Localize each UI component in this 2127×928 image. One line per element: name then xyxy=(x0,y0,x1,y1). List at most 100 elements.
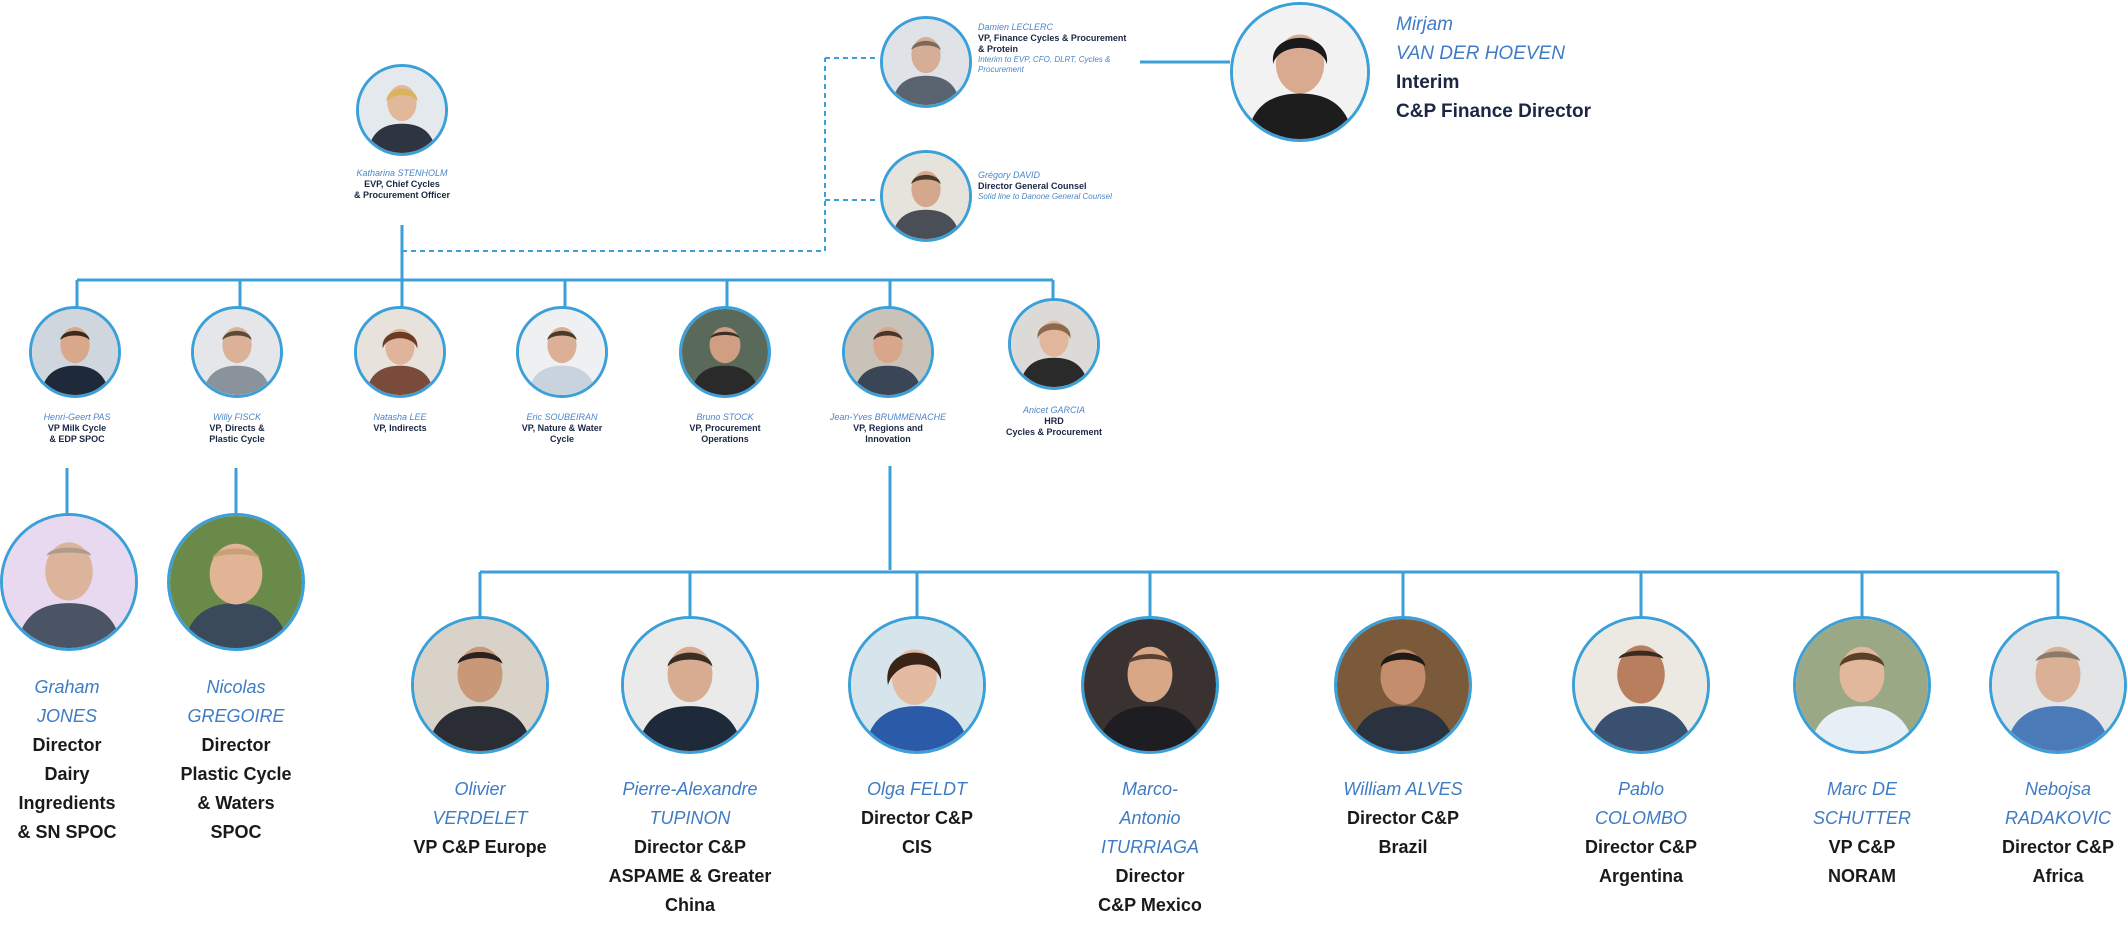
caption-vp-3: Natasha LEE VP, Indirects xyxy=(325,412,475,434)
person-name: Nebojsa xyxy=(2024,779,2092,799)
avatar-region-2 xyxy=(621,616,759,754)
person-role: VP, Procurement xyxy=(689,423,761,433)
person-name: ITURRIAGA xyxy=(1100,837,1199,857)
caption-vp-6: Jean-Yves BRUMMENACHE VP, Regions and In… xyxy=(808,412,968,445)
person-name: VAN DER HOEVEN xyxy=(1396,43,1565,64)
caption-vp-4: Eric SOUBEIRAN VP, Nature & Water Cycle xyxy=(487,412,637,445)
person-role: & SN SPOC xyxy=(17,822,117,842)
avatar-vp-4 xyxy=(516,306,608,398)
person-role: Director C&P xyxy=(2001,837,2115,857)
person-role: Interim xyxy=(1396,72,1460,93)
caption-region-5: William ALVES Director C&P Brazil xyxy=(1303,775,1503,862)
caption-vp-7: Anicet GARCIA HRD Cycles & Procurement xyxy=(974,405,1134,438)
person-name: RADAKOVIC xyxy=(2004,808,2112,828)
person-name: Jean-Yves BRUMMENACHE xyxy=(829,412,947,422)
person-name: William ALVES xyxy=(1343,779,1463,799)
avatar-gregory xyxy=(880,150,972,242)
person-name: COLOMBO xyxy=(1594,808,1687,828)
person-silhouette-icon xyxy=(519,309,605,395)
person-silhouette-icon xyxy=(357,309,443,395)
person-role: VP C&P Europe xyxy=(413,837,547,857)
person-role: C&P Finance Director xyxy=(1396,101,1591,122)
person-role: Dairy xyxy=(44,764,90,784)
person-silhouette-icon xyxy=(682,309,768,395)
person-silhouette-icon xyxy=(194,309,280,395)
person-role: Director xyxy=(201,735,271,755)
person-role: Brazil xyxy=(1378,837,1428,857)
caption-katharina: Katharina STENHOLM EVP, Chief Cycles & P… xyxy=(312,168,492,201)
caption-region-8: Nebojsa RADAKOVIC Director C&P Africa xyxy=(1989,775,2127,891)
person-name: Antonio xyxy=(1119,808,1181,828)
person-role: Argentina xyxy=(1598,866,1683,886)
person-role: VP, Directs & xyxy=(209,423,265,433)
person-silhouette-icon xyxy=(1575,619,1707,751)
avatar-vp-5 xyxy=(679,306,771,398)
person-role: NORAM xyxy=(1828,866,1896,886)
person-name: Mirjam xyxy=(1396,14,1453,35)
person-role: Cycles & Procurement xyxy=(1005,427,1103,437)
person-name: Henri-Geert PAS xyxy=(43,412,111,422)
person-role: Director xyxy=(32,735,102,755)
person-silhouette-icon xyxy=(414,619,546,751)
person-role: ASPAME & Greater xyxy=(608,866,772,886)
person-silhouette-icon xyxy=(883,19,969,105)
person-role: HRD xyxy=(1044,416,1064,426)
person-silhouette-icon xyxy=(883,153,969,239)
person-role: C&P Mexico xyxy=(1098,895,1202,915)
person-silhouette-icon xyxy=(624,619,756,751)
person-silhouette-icon xyxy=(32,309,118,395)
avatar-vp-6 xyxy=(842,306,934,398)
person-name: Willy FISCK xyxy=(213,412,261,422)
person-role: VP C&P xyxy=(1828,837,1896,857)
avatar-region-5 xyxy=(1334,616,1472,754)
person-role: Director C&P xyxy=(633,837,747,857)
person-name: Katharina STENHOLM xyxy=(356,168,448,178)
caption-vp-2: Willy FISCK VP, Directs & Plastic Cycle xyxy=(162,412,312,445)
person-silhouette-icon xyxy=(3,516,135,648)
person-role: Operations xyxy=(701,434,749,444)
person-name: TUPINON xyxy=(649,808,731,828)
person-name: JONES xyxy=(36,706,97,726)
person-name: GREGOIRE xyxy=(187,706,285,726)
caption-region-4: Marco- Antonio ITURRIAGA Director C&P Me… xyxy=(1050,775,1250,920)
person-name: Pablo xyxy=(1617,779,1665,799)
caption-region-6: Pablo COLOMBO Director C&P Argentina xyxy=(1541,775,1741,891)
person-name: Marc DE xyxy=(1826,779,1897,799)
person-name: VERDELET xyxy=(432,808,528,828)
person-name: Marco- xyxy=(1121,779,1178,799)
person-note: Solid line to Danone General Counsel xyxy=(978,192,1112,201)
person-role: CIS xyxy=(901,837,932,857)
avatar-region-7 xyxy=(1793,616,1931,754)
caption-vp-5: Bruno STOCK VP, Procurement Operations xyxy=(650,412,800,445)
person-role: Innovation xyxy=(865,434,911,444)
person-name: Grégory DAVID xyxy=(978,170,1041,180)
person-silhouette-icon xyxy=(1233,5,1367,139)
avatar-region-6 xyxy=(1572,616,1710,754)
person-role: VP, Finance Cycles & Procurement & Prote… xyxy=(978,33,1127,54)
avatar-region-1 xyxy=(411,616,549,754)
caption-damien: Damien LECLERC VP, Finance Cycles & Proc… xyxy=(978,22,1128,75)
person-role: Director C&P xyxy=(1584,837,1698,857)
person-role: Director C&P xyxy=(860,808,974,828)
avatar-graham xyxy=(0,513,138,651)
person-silhouette-icon xyxy=(845,309,931,395)
person-name: Natasha LEE xyxy=(373,412,427,422)
person-silhouette-icon xyxy=(1992,619,2124,751)
person-name: Bruno STOCK xyxy=(696,412,754,422)
person-silhouette-icon xyxy=(359,67,445,153)
person-name: Damien LECLERC xyxy=(978,22,1054,32)
avatar-region-3 xyxy=(848,616,986,754)
avatar-damien xyxy=(880,16,972,108)
person-role: Africa xyxy=(2032,866,2084,886)
caption-gregory: Grégory DAVID Director General Counsel S… xyxy=(978,170,1128,202)
person-role: Director xyxy=(1115,866,1185,886)
caption-mirjam: Mirjam VAN DER HOEVEN Interim C&P Financ… xyxy=(1396,10,1656,126)
person-silhouette-icon xyxy=(1084,619,1216,751)
caption-region-3: Olga FELDT Director C&P CIS xyxy=(817,775,1017,862)
avatar-region-4 xyxy=(1081,616,1219,754)
person-role: VP, Nature & Water xyxy=(521,423,603,433)
person-role: Cycle xyxy=(549,434,575,444)
person-name: Anicet GARCIA xyxy=(1022,405,1086,415)
person-role: Director C&P xyxy=(1346,808,1460,828)
